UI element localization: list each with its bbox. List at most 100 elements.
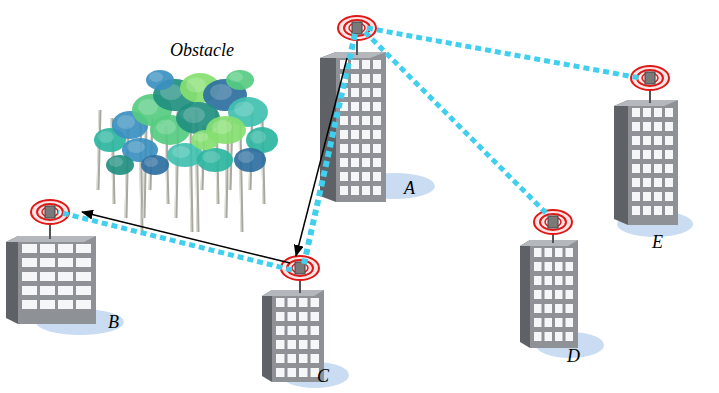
building-window — [373, 158, 381, 167]
building-label: A — [404, 178, 415, 199]
building-window — [534, 276, 542, 285]
building-window — [58, 258, 73, 267]
building — [520, 210, 604, 358]
building-window — [351, 116, 359, 125]
building-window — [351, 158, 359, 167]
building-window — [373, 130, 381, 139]
building-window — [288, 340, 297, 349]
building-window — [76, 286, 91, 295]
building-window — [566, 332, 574, 341]
building-node: E — [610, 78, 690, 256]
building-window — [373, 60, 381, 69]
route-arrow — [296, 58, 347, 256]
building-window — [76, 272, 91, 281]
building-window — [534, 248, 542, 257]
building-front — [272, 290, 324, 382]
building-window — [299, 298, 308, 307]
building-window — [311, 354, 320, 363]
building-window — [276, 326, 285, 335]
building-window — [40, 286, 55, 295]
building-roof — [262, 290, 324, 296]
building-window — [340, 186, 348, 195]
tree-canopy — [250, 131, 266, 144]
obstacle-label: Obstacle — [170, 40, 234, 61]
tree-trunk — [240, 126, 242, 232]
building-window — [362, 88, 370, 97]
building-node: B — [8, 212, 133, 337]
tree-canopy — [202, 151, 220, 163]
building-window — [40, 272, 55, 281]
tree-canopy — [212, 120, 232, 134]
tree-canopy — [183, 107, 205, 123]
building-node: D — [525, 222, 595, 368]
building-window — [288, 354, 297, 363]
building-window — [654, 150, 662, 159]
building-window — [362, 116, 370, 125]
building-window — [373, 74, 381, 83]
building-window — [643, 122, 651, 131]
building-window — [299, 326, 308, 335]
building-window — [311, 326, 320, 335]
building-window — [288, 312, 297, 321]
building-window — [58, 272, 73, 281]
building-window — [340, 130, 348, 139]
tree-canopy — [186, 78, 206, 93]
antenna-wave — [540, 214, 566, 230]
building-window — [276, 368, 285, 377]
tree-canopy — [210, 84, 232, 100]
building-window — [373, 88, 381, 97]
tree-canopy — [127, 141, 145, 153]
tree-canopy — [229, 72, 243, 82]
tree-trunk — [190, 118, 192, 232]
tree-trunk — [239, 126, 241, 232]
building-window — [534, 304, 542, 313]
building-window — [351, 102, 359, 111]
building-window — [643, 164, 651, 173]
tree-canopy — [234, 148, 266, 172]
radio-link — [58, 212, 292, 270]
building-window — [534, 318, 542, 327]
antenna-box — [645, 72, 655, 84]
building-window — [555, 290, 563, 299]
building-window — [362, 130, 370, 139]
building-window — [555, 332, 563, 341]
building-label: E — [652, 232, 663, 253]
building-window — [632, 178, 640, 187]
building-window — [76, 244, 91, 253]
building-window — [654, 108, 662, 117]
antenna-wave — [637, 70, 663, 86]
building-window — [555, 248, 563, 257]
building-window — [288, 326, 297, 335]
antenna-wave — [42, 207, 58, 217]
building-window — [665, 206, 673, 215]
building-window — [665, 178, 673, 187]
building-window — [311, 298, 320, 307]
building-window — [362, 172, 370, 181]
building-window — [351, 172, 359, 181]
tree-canopy — [197, 148, 233, 172]
building-window — [665, 108, 673, 117]
building-window — [362, 144, 370, 153]
building-window — [76, 300, 91, 309]
building-window — [632, 136, 640, 145]
building-window — [58, 300, 73, 309]
building-window — [351, 186, 359, 195]
building-window — [311, 312, 320, 321]
building-window — [545, 318, 553, 327]
tree-trunk — [189, 118, 191, 232]
building-window — [665, 122, 673, 131]
building-window — [632, 206, 640, 215]
building-window — [351, 60, 359, 69]
building-window — [276, 312, 285, 321]
building — [320, 16, 435, 202]
building-side — [6, 236, 18, 324]
building-window — [566, 290, 574, 299]
building-window — [276, 340, 285, 349]
building-side — [520, 240, 530, 348]
building-window — [566, 262, 574, 271]
building-window — [643, 206, 651, 215]
building-window — [632, 108, 640, 117]
tree-canopy — [172, 146, 190, 158]
